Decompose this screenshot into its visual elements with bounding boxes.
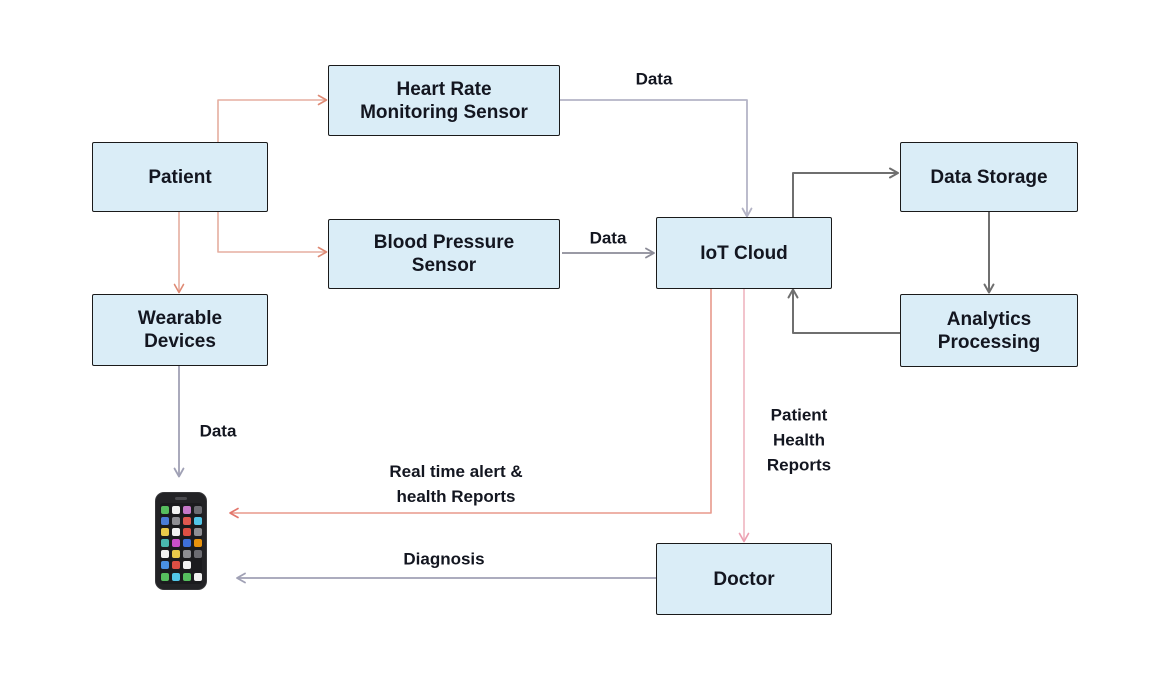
app-icon-dot: [193, 517, 202, 525]
app-icon-dot: [160, 539, 169, 547]
node-analytics-processing: Analytics Processing: [900, 294, 1078, 367]
app-icon-dot: [193, 528, 202, 536]
label-data-blood-pressure: Data: [589, 228, 627, 248]
app-icon-dot: [182, 528, 191, 536]
edge-cloud-to-doctor: [738, 289, 750, 543]
node-heart-rate-sensor: Heart Rate Monitoring Sensor: [328, 65, 560, 136]
app-icon-dot: [160, 506, 169, 514]
node-heart-rate-label-line2: Monitoring Sensor: [360, 101, 528, 123]
edge-analytics-to-cloud: [787, 288, 900, 334]
node-doctor-label: Doctor: [713, 568, 775, 590]
node-iot-cloud-label: IoT Cloud: [700, 242, 788, 264]
app-icon-dot: [182, 506, 191, 514]
app-icon-dot: [182, 517, 191, 525]
app-icon-dot: [171, 517, 180, 525]
edge-patient-to-wearable: [173, 212, 185, 294]
label-data-heart-rate: Data: [635, 69, 673, 89]
smartphone-screen: [160, 503, 202, 584]
node-data-storage-label: Data Storage: [930, 166, 1048, 188]
node-analytics-label-line2: Processing: [937, 331, 1041, 353]
label-diagnosis: Diagnosis: [403, 549, 485, 569]
node-analytics-label-line1: Analytics: [946, 308, 1032, 330]
label-patient-health-reports: Patient Health Reports: [766, 405, 832, 475]
app-icon-dot: [193, 506, 202, 514]
app-icon-dot: [160, 517, 169, 525]
node-iot-cloud: IoT Cloud: [656, 217, 832, 289]
app-icon-dot: [193, 539, 202, 547]
app-icon-dot: [171, 539, 180, 547]
node-blood-pressure-sensor: Blood Pressure Sensor: [328, 219, 560, 289]
node-wearable-label-line1: Wearable: [137, 308, 223, 329]
label-real-time-alert: Real time alert & health Reports: [389, 462, 523, 506]
app-icon-dot: [160, 550, 169, 558]
app-icon-dot: [182, 550, 191, 558]
app-icon-dot: [182, 561, 191, 569]
app-icon-dot: [171, 573, 180, 581]
app-icon-dot: [171, 561, 180, 569]
node-data-storage: Data Storage: [900, 142, 1078, 212]
app-icon-dot: [193, 573, 202, 581]
smartphone-icon: [155, 492, 207, 590]
edge-patient-to-heart-rate: [217, 94, 328, 142]
node-patient: Patient: [92, 142, 268, 212]
node-blood-pressure-label-line2: Sensor: [411, 255, 477, 276]
edge-data-storage-to-analytics: [983, 212, 995, 294]
edge-cloud-to-data-storage: [792, 167, 899, 217]
app-icon-dot: [160, 561, 169, 569]
edge-wearable-to-phone: [173, 366, 185, 478]
node-doctor: Doctor: [656, 543, 832, 615]
app-icon-dot: [160, 573, 169, 581]
app-icon-dot: [171, 550, 180, 558]
label-data-wearable: Data: [199, 421, 237, 441]
node-patient-label: Patient: [148, 166, 212, 188]
edge-heart-rate-to-cloud: [560, 99, 753, 218]
app-icon-dot: [171, 506, 180, 514]
app-icon-dot: [182, 573, 191, 581]
edge-doctor-to-phone-diagnosis: [236, 572, 656, 584]
node-blood-pressure-label-line1: Blood Pressure: [373, 232, 515, 253]
smartphone-dock: [160, 573, 202, 581]
app-icon-dot: [193, 550, 202, 558]
app-icon-dot: [171, 528, 180, 536]
edge-patient-to-blood-pressure: [217, 212, 328, 258]
app-icon-dot: [182, 539, 191, 547]
node-wearable-devices: Wearable Devices: [92, 294, 268, 366]
smartphone-app-grid: [160, 506, 202, 569]
smartphone-speaker: [175, 497, 187, 500]
node-heart-rate-label-line1: Heart Rate: [396, 78, 492, 100]
app-icon-dot: [160, 528, 169, 536]
node-wearable-label-line2: Devices: [144, 331, 216, 352]
